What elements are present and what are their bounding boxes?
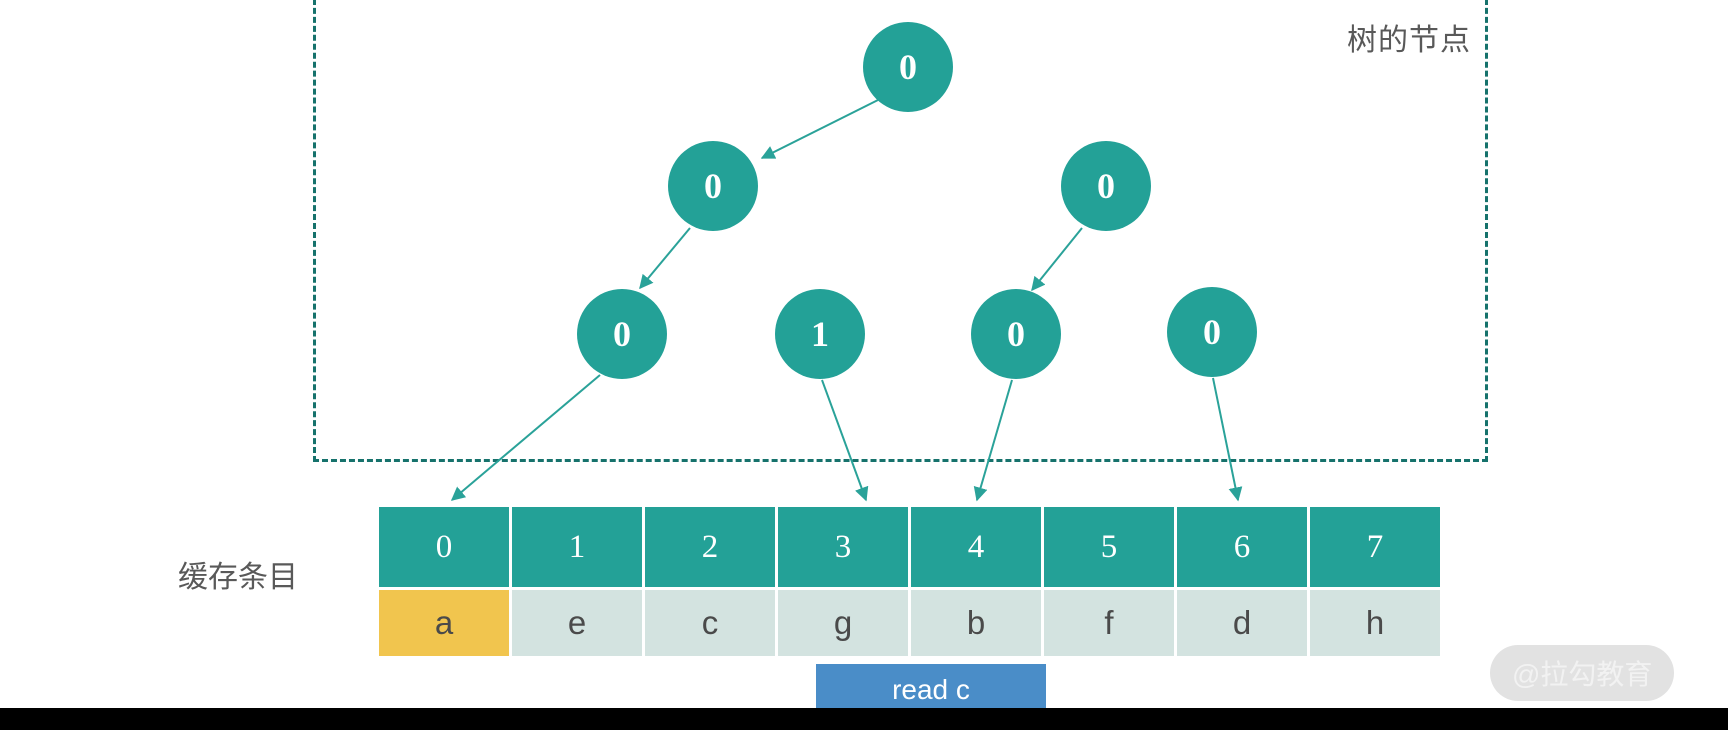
cache-index-cell-6[interactable]: 6 <box>1177 507 1310 587</box>
tree-node-l2c[interactable]: 0 <box>971 289 1061 379</box>
bottom-bar <box>0 708 1728 730</box>
tree-region-box: 树的节点 <box>313 0 1488 462</box>
cache-value-row: a e c g b f d h <box>379 590 1440 656</box>
cache-value-cell-1[interactable]: e <box>512 590 645 656</box>
cache-value-cell-6[interactable]: d <box>1177 590 1310 656</box>
cache-entries-label: 缓存条目 <box>178 561 298 594</box>
cache-index-cell-3[interactable]: 3 <box>778 507 911 587</box>
cache-value-cell-0[interactable]: a <box>379 590 512 656</box>
read-c-button[interactable]: read c <box>816 664 1046 716</box>
cache-value-cell-7[interactable]: h <box>1310 590 1440 656</box>
cache-value-cell-2[interactable]: c <box>645 590 778 656</box>
tree-region-label: 树的节点 <box>1347 24 1471 57</box>
cache-index-cell-1[interactable]: 1 <box>512 507 645 587</box>
cache-index-cell-4[interactable]: 4 <box>911 507 1044 587</box>
cache-value-cell-3[interactable]: g <box>778 590 911 656</box>
cache-index-cell-2[interactable]: 2 <box>645 507 778 587</box>
watermark: @拉勾教育 <box>1490 645 1675 701</box>
tree-node-l1a[interactable]: 0 <box>668 141 758 231</box>
tree-node-l1b[interactable]: 0 <box>1061 141 1151 231</box>
cache-value-cell-5[interactable]: f <box>1044 590 1177 656</box>
tree-node-l2a[interactable]: 0 <box>577 289 667 379</box>
cache-value-cell-4[interactable]: b <box>911 590 1044 656</box>
cache-index-cell-0[interactable]: 0 <box>379 507 512 587</box>
tree-node-l2b[interactable]: 1 <box>775 289 865 379</box>
cache-index-cell-5[interactable]: 5 <box>1044 507 1177 587</box>
cache-index-cell-7[interactable]: 7 <box>1310 507 1440 587</box>
tree-node-root[interactable]: 0 <box>863 22 953 112</box>
tree-node-l2d[interactable]: 0 <box>1167 287 1257 377</box>
cache-index-row: 0 1 2 3 4 5 6 7 <box>379 507 1440 587</box>
cache-table: 0 1 2 3 4 5 6 7 a e c g b f d h <box>379 507 1440 656</box>
